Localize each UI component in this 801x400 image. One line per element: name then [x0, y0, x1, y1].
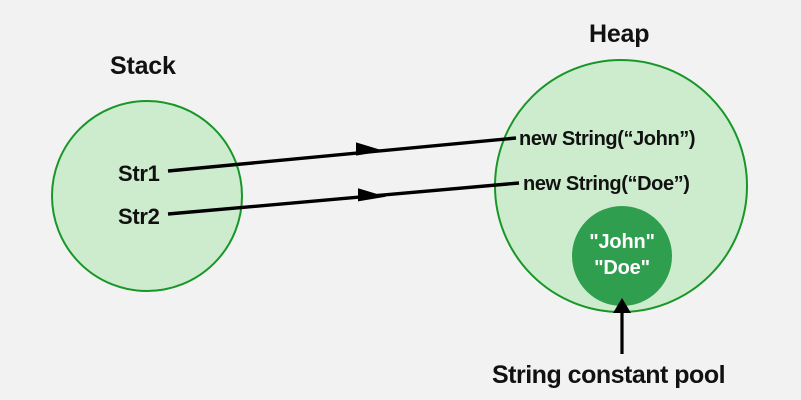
arrow-str2-head	[358, 188, 386, 202]
heap-allocation-john: new String(“John”)	[519, 128, 696, 150]
heap-allocation-doe: new String(“Doe”)	[523, 173, 690, 195]
arrow-str2-line	[167, 181, 520, 216]
arrow-str1-line	[167, 136, 517, 173]
stack-variable-str1: Str1	[118, 161, 160, 186]
pool-entry-doe: "Doe"	[594, 257, 650, 279]
stack-variable-str2: Str2	[118, 204, 160, 229]
heap-title: Heap	[589, 20, 650, 48]
stack-circle	[51, 100, 243, 292]
stack-title: Stack	[110, 52, 176, 80]
arrow-str1-head	[356, 142, 384, 156]
pool-entry-john: "John"	[589, 231, 655, 253]
string-constant-pool-caption: String constant pool	[492, 361, 726, 389]
string-constant-pool-circle	[572, 206, 672, 306]
arrow-pool-caption-head	[613, 298, 631, 313]
